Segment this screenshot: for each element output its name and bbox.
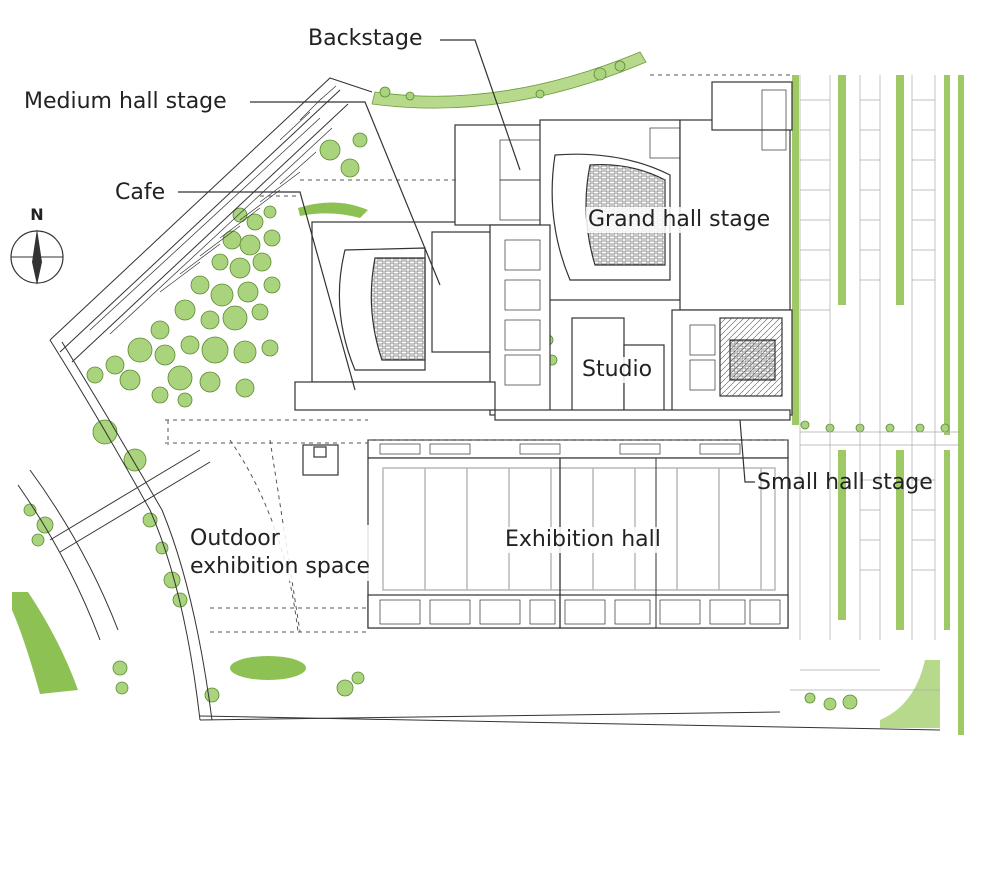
leader-backstage [440, 39, 521, 171]
label-backstage: Backstage [308, 26, 423, 51]
interior-rooms [379, 89, 787, 625]
label-outdoor-exhibition-space: Outdoor exhibition space [188, 525, 372, 581]
island-top [298, 202, 368, 218]
greenery [12, 51, 964, 735]
lawn-bottom-right [880, 660, 940, 728]
label-cafe: Cafe [115, 180, 166, 205]
trees [23, 60, 950, 711]
label-medium-hall-stage: Medium hall stage [24, 89, 227, 114]
parking-strip-1 [792, 75, 799, 425]
leader-medium-hall-stage [250, 101, 441, 286]
label-outdoor-line2: exhibition space [190, 554, 370, 579]
label-exhibition-hall: Exhibition hall [503, 527, 663, 553]
label-grand-hall-stage: Grand hall stage [586, 207, 773, 233]
parking-area [790, 75, 960, 691]
compass-north-label: N [30, 205, 44, 224]
lawn-bottom-left [12, 592, 78, 694]
leader-small-hall-stage [739, 419, 755, 483]
leader-lines [178, 39, 755, 483]
label-outdoor-line1: Outdoor [190, 526, 280, 551]
parking-strip-5 [896, 450, 904, 630]
parking-strip-3 [896, 75, 904, 305]
leader-cafe [178, 191, 356, 391]
parking-strip-2 [838, 75, 846, 305]
parking-strip-6 [944, 75, 950, 435]
label-small-hall-stage: Small hall stage [757, 470, 933, 495]
island-lower [230, 656, 306, 680]
arc-green-top [371, 51, 647, 109]
parking-strip-8 [958, 75, 964, 735]
parking-strip-4 [838, 450, 846, 620]
compass [10, 229, 64, 285]
label-studio: Studio [580, 357, 655, 383]
parking-strip-7 [944, 450, 950, 630]
site-edges [17, 77, 941, 731]
